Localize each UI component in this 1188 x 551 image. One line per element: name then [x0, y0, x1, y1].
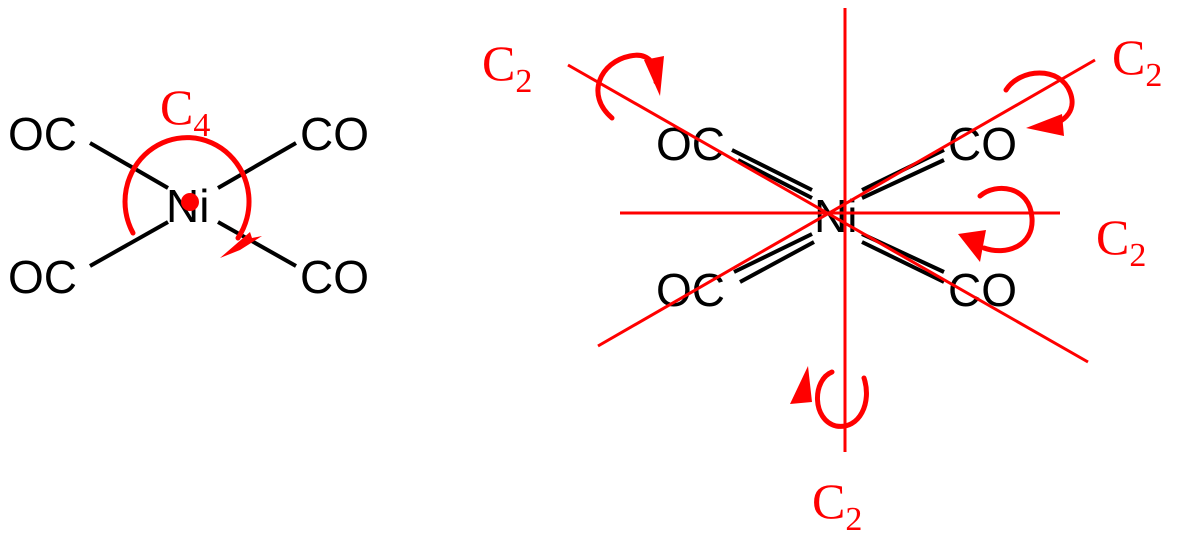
- c2-label-order: 2: [1129, 237, 1146, 274]
- c2-label-order: 2: [1145, 57, 1162, 94]
- ligand-top-right: CO: [300, 108, 369, 160]
- c2-label-bottom: C2: [812, 473, 862, 538]
- bond-bottom-left: [89, 220, 169, 268]
- bond-top-left: [89, 141, 169, 190]
- c4-rotation-arc: [122, 135, 252, 241]
- right-molecule: OC CO OC CO Ni C2 C2: [482, 8, 1162, 538]
- c2-rotation-arrow-top-right: [1003, 70, 1075, 136]
- bond-top-right: [217, 141, 297, 190]
- c2-label-order: 2: [845, 501, 862, 538]
- c2-rotation-arrow-top-left: [595, 52, 664, 121]
- center-atom: Ni: [814, 190, 857, 242]
- c4-axis-dot: [181, 193, 199, 211]
- c2-rotation-arrow-bottom: [790, 366, 869, 429]
- ligand-bottom-right: CO: [948, 264, 1017, 316]
- ligand-bottom-left: OC: [8, 251, 77, 303]
- c2-label-right: C2: [1096, 209, 1146, 274]
- bond-bottom-right: [217, 220, 297, 268]
- ligand-bottom-right: CO: [300, 251, 369, 303]
- c4-label-order: 4: [193, 107, 210, 144]
- ligand-top-left: OC: [656, 118, 725, 170]
- c2-label-symbol: C: [1096, 209, 1129, 265]
- c4-axis-label: C4: [160, 79, 210, 144]
- ligand-top-left: OC: [8, 108, 77, 160]
- c2-label-top-left: C2: [482, 35, 532, 100]
- bond-top-right: [861, 148, 945, 200]
- bond-bottom-left: [733, 232, 815, 284]
- c2-label-symbol: C: [482, 35, 515, 91]
- left-molecule: OC CO OC CO Ni C4: [8, 79, 369, 303]
- c2-axis-line-diagonal-up: [597, 58, 1096, 348]
- bond-top-left: [731, 148, 813, 200]
- c2-label-symbol: C: [812, 473, 845, 529]
- c2-label-symbol: C: [1112, 29, 1145, 85]
- ligand-top-right: CO: [948, 118, 1017, 170]
- c4-arrowhead: [220, 232, 262, 258]
- c2-label-top-right: C2: [1112, 29, 1162, 94]
- c2-label-order: 2: [515, 63, 532, 100]
- c2-rotation-arrow-right: [958, 185, 1035, 262]
- c4-label-symbol: C: [160, 79, 193, 135]
